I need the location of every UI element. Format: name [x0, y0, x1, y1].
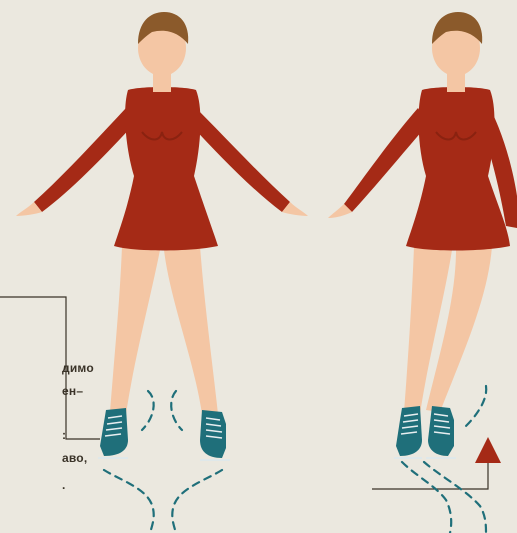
skate-boot-icon: [426, 406, 456, 458]
skate-boot-icon: [394, 406, 422, 458]
arm-left: [34, 108, 134, 212]
cone-marker-icon: [475, 437, 501, 463]
skater-left: [16, 12, 308, 533]
skate-boot-icon: [200, 410, 230, 460]
skate-boot-icon: [98, 408, 128, 458]
legs-left: [110, 246, 160, 414]
leader-line-top: [0, 297, 100, 439]
dress-left: [114, 87, 218, 251]
